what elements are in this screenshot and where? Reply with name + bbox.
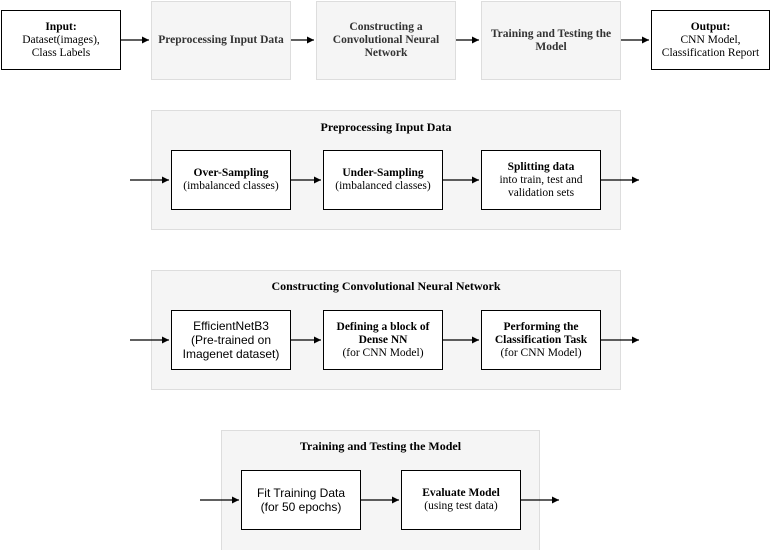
over-sampling-title: Over-Sampling — [193, 167, 269, 179]
efficientnet-line1: (Pre-trained on — [190, 333, 272, 347]
dense-block-box: Defining a block of Dense NN (for CNN Mo… — [323, 310, 443, 370]
evaluate-box: Evaluate Model (using test data) — [401, 470, 521, 530]
fit-training-box: Fit Training Data (for 50 epochs) — [241, 470, 361, 530]
dense-block-line2: Dense NN — [358, 333, 408, 346]
efficientnet-box: EfficientNetB3 (Pre-trained on Imagenet … — [171, 310, 291, 370]
splitting-line1: into train, test and — [499, 173, 583, 186]
under-sampling-box: Under-Sampling (imbalanced classes) — [323, 150, 443, 210]
under-sampling-title: Under-Sampling — [342, 167, 424, 179]
evaluate-title: Evaluate Model — [422, 487, 500, 499]
preprocessing-panel-title: Preprocessing Input Data — [320, 120, 452, 134]
cnn-step-line2: Convolutional Neural — [332, 34, 440, 46]
classification-line1: Performing the — [503, 320, 579, 333]
over-sampling-sub: (imbalanced classes) — [183, 180, 279, 192]
cnn-panel-title: Constructing Convolutional Neural Networ… — [271, 279, 501, 293]
preprocessing-step-box: Preprocessing Input Data — [151, 1, 291, 80]
fit-training-sub: (for 50 epochs) — [260, 500, 342, 514]
training-step-box: Training and Testing the Model — [481, 1, 621, 80]
dense-block-sub: (for CNN Model) — [342, 346, 424, 359]
input-box: Input: Dataset(images), Class Labels — [1, 10, 121, 70]
output-line1: CNN Model, — [680, 33, 741, 46]
cnn-step-line3: Network — [364, 47, 408, 59]
cnn-step-line1: Constructing a — [349, 21, 423, 33]
training-step-line2: Model — [535, 40, 567, 53]
preprocessing-step-label: Preprocessing Input Data — [158, 34, 284, 46]
splitting-title: Splitting data — [507, 160, 575, 173]
classification-sub: (for CNN Model) — [500, 346, 582, 359]
evaluate-sub: (using test data) — [424, 500, 498, 512]
dense-block-line1: Defining a block of — [336, 320, 430, 333]
output-box: Output: CNN Model, Classification Report — [651, 10, 770, 70]
classification-box: Performing the Classification Task (for … — [481, 310, 601, 370]
under-sampling-sub: (imbalanced classes) — [335, 180, 431, 192]
efficientnet-title: EfficientNetB3 — [193, 319, 269, 333]
classification-line2: Classification Task — [494, 333, 588, 346]
over-sampling-box: Over-Sampling (imbalanced classes) — [171, 150, 291, 210]
cnn-step-box: Constructing a Convolutional Neural Netw… — [316, 1, 456, 80]
splitting-box: Splitting data into train, test and vali… — [481, 150, 601, 210]
training-panel-title: Training and Testing the Model — [299, 439, 462, 453]
input-title: Input: — [45, 20, 77, 33]
fit-training-title: Fit Training Data — [256, 486, 346, 500]
splitting-line2: validation sets — [507, 186, 575, 199]
input-line2: Class Labels — [31, 46, 91, 59]
output-line2: Classification Report — [661, 46, 760, 59]
output-title: Output: — [690, 20, 731, 33]
input-line1: Dataset(images), — [22, 33, 100, 46]
efficientnet-line2: Imagenet dataset) — [182, 347, 280, 361]
training-step-line1: Training and Testing the — [490, 27, 612, 40]
